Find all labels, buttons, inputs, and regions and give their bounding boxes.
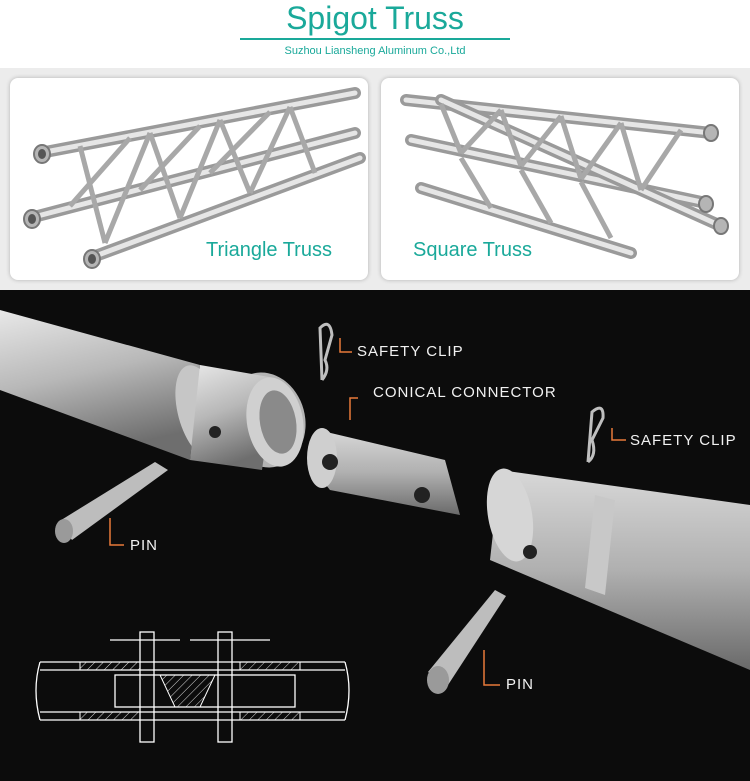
safety-clip-label-2: SAFETY CLIP xyxy=(630,432,737,449)
connector-diagram: SAFETY CLIP CONICAL CONNECTOR SAFETY CLI… xyxy=(0,290,750,781)
pin-label-2: PIN xyxy=(506,676,535,693)
page-header: Spigot Truss Suzhou Liansheng Aluminum C… xyxy=(0,0,750,70)
connector-illustration xyxy=(0,310,750,743)
company-name: Suzhou Liansheng Aluminum Co.,Ltd xyxy=(284,45,466,57)
page-title: Spigot Truss xyxy=(286,0,464,36)
triangle-truss-panel: Triangle Truss xyxy=(10,78,368,280)
safety-clip-label: SAFETY CLIP xyxy=(357,343,464,360)
triangle-truss-caption: Triangle Truss xyxy=(206,239,332,261)
triangle-truss-image xyxy=(23,87,366,269)
square-truss-caption: Square Truss xyxy=(413,239,532,261)
conical-connector-label: CONICAL CONNECTOR xyxy=(373,384,557,401)
square-truss-image xyxy=(400,94,729,259)
square-truss-panel: Square Truss xyxy=(381,78,739,280)
title-underline xyxy=(240,38,510,40)
pin-label: PIN xyxy=(130,537,159,554)
